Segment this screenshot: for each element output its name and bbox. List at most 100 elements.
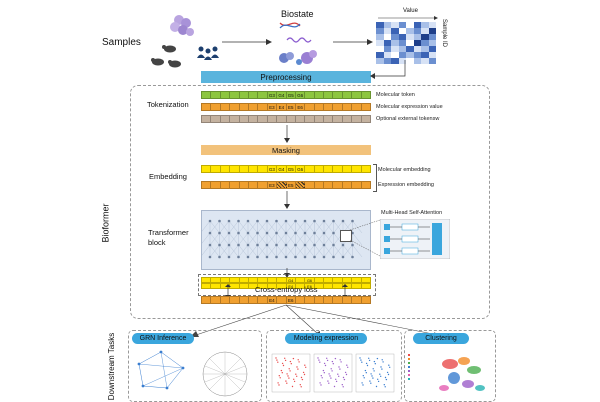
attention-node [227,219,231,223]
arrow-biostate-to-matrix [333,39,373,45]
token-cell [202,297,212,303]
heatmap-cell [413,40,421,46]
token-cell: E6 [287,297,296,303]
token-cell [295,182,306,188]
attention-edge [238,220,249,234]
scatter-frame [355,353,395,393]
token-cell [362,92,370,98]
token-cell [315,278,325,282]
transformer-label: Transformer block [148,228,189,247]
token-cell [324,92,334,98]
scatter-point [341,384,343,386]
bioformer-label: Bioformer [100,203,111,243]
scatter-point [339,368,341,370]
token-cell [343,166,353,172]
attention-node [284,243,288,247]
scatter-point [369,380,371,382]
scatter-point [318,359,320,361]
attention-edge [238,232,249,246]
token-cell [230,92,240,98]
heatmap-cell [376,58,384,64]
scatter-point [383,384,385,386]
token-cell [362,104,370,110]
attention-node [237,255,240,259]
attention-node [294,255,297,259]
token-cell [240,166,249,172]
attention-node [256,243,259,247]
scatter-point [330,368,332,370]
scatter-point [303,373,306,376]
attention-node [303,231,307,235]
token-cell [258,116,268,122]
token-cell [202,116,212,122]
token-cell [211,116,221,122]
scatter-point [281,362,284,365]
token-cell [324,116,334,122]
heatmap-cell [421,28,429,34]
scatter-point [366,364,369,367]
attention-node [313,255,316,259]
scatter-point [370,373,372,375]
token-cell [305,166,315,172]
token-cell: E3 [268,104,278,110]
scatter-point [365,362,368,365]
heatmap-cell [406,52,414,58]
token-cell [230,297,240,303]
attention-node [208,231,212,235]
attention-edge [295,244,306,258]
biostate-illustration [279,22,317,65]
legend-optional-external: Optional external tokensw [376,116,440,122]
token-cell [258,182,268,188]
mhsa-label: Multi-Head Self-Attention [381,210,443,216]
token-cell [352,297,362,303]
token-cell [221,297,231,303]
attention-edge [342,244,353,258]
heatmap-cell [406,28,414,34]
scatter-point [278,375,280,377]
attention-edge [257,220,268,234]
heatmap-cell [421,58,429,64]
dna-icon [279,22,301,29]
token-cell: E5 [287,104,296,110]
scatter-point [322,369,325,372]
token-cell [249,104,259,110]
token-cell [305,92,315,98]
scatter-point [326,359,329,362]
token-cell [343,182,353,188]
attention-zoom-box [340,230,352,242]
scatter-point [326,357,328,359]
token-cell [296,284,306,288]
heatmap-cell [421,52,429,58]
masking-bar: Masking [201,145,371,155]
scatter-point [373,360,376,363]
heatmap-cell [398,40,406,46]
token-cell: G4 [277,92,287,98]
attention-edge [276,244,287,258]
attention-node [246,231,250,235]
scatter-point [389,366,391,368]
transformer-block [200,210,371,270]
token-cell: E5 [287,182,296,188]
heatmap-cell [391,58,399,64]
bioformer-region [130,85,490,319]
heatmap-cell [391,46,399,52]
embedding-label: Embedding [149,172,187,181]
protein-icon [279,50,317,65]
token-cell [333,104,343,110]
scatter-point [286,373,288,375]
attention-node [256,219,259,223]
token-cell [240,284,249,288]
attention-edge [219,220,230,234]
heatmap-cell [383,58,391,64]
token-cell: E4 [287,284,296,288]
attention-node [332,255,335,259]
token-cell [333,278,343,282]
scatter-point [339,359,341,361]
token-cell [221,116,231,122]
scatter-point [327,380,329,382]
token-cell [249,92,259,98]
attention-edge [285,232,296,246]
attention-edge [333,220,344,234]
